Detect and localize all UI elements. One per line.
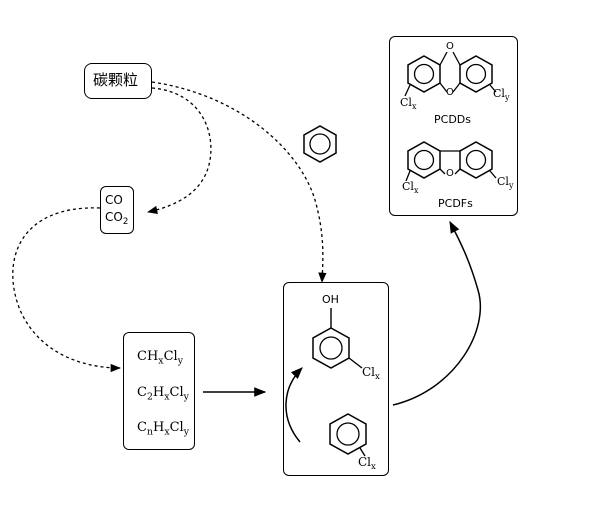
co-label: CO	[105, 193, 123, 207]
pcdf-structure-icon	[405, 141, 497, 182]
phenol-cl-label: Clx	[362, 365, 380, 383]
formula-c2hxcly: C2HxCly	[137, 385, 189, 403]
pcdd-o-top: O	[446, 41, 454, 52]
pcdd-o-bottom: O	[446, 87, 454, 98]
formula-chxcly: CHxCly	[137, 349, 183, 367]
arrow-carbon-to-phenol	[151, 81, 327, 284]
co-box	[100, 186, 134, 234]
oh-label: OH	[322, 293, 339, 306]
arrow-co-to-chlorocarbons	[12, 207, 122, 373]
chlorophenol-ring-icon	[312, 308, 363, 369]
pcdf-clx-label: Clx	[402, 180, 419, 195]
chlorobenzene-ring-icon	[329, 413, 367, 457]
carbon-particle-box	[84, 63, 152, 99]
formula-cnhxcly: CnHxCly	[137, 420, 189, 438]
pcdd-label: PCDDs	[434, 113, 471, 126]
products-box	[389, 36, 518, 216]
pcdd-structure-icon	[404, 51, 497, 97]
pcdf-label: PCDFs	[438, 197, 473, 210]
benzene-cl-label: Clx	[358, 455, 376, 473]
pcdf-o: O	[446, 168, 454, 179]
co2-label: CO2	[105, 210, 129, 228]
pcdd-cly-label: Cly	[493, 87, 510, 102]
carbon-particle-label: 碳颗粒	[93, 71, 139, 89]
arrow-phenol-to-products	[392, 220, 482, 406]
arrow-benzene-to-phenol	[285, 367, 303, 443]
pcdf-cly-label: Cly	[497, 175, 514, 190]
benzene-ring-icon	[303, 125, 337, 163]
pcdd-clx-label: Clx	[400, 96, 417, 111]
arrow-carbon-to-co	[146, 87, 212, 215]
phenol-box	[283, 282, 389, 476]
chlorocarbons-box	[123, 332, 195, 450]
